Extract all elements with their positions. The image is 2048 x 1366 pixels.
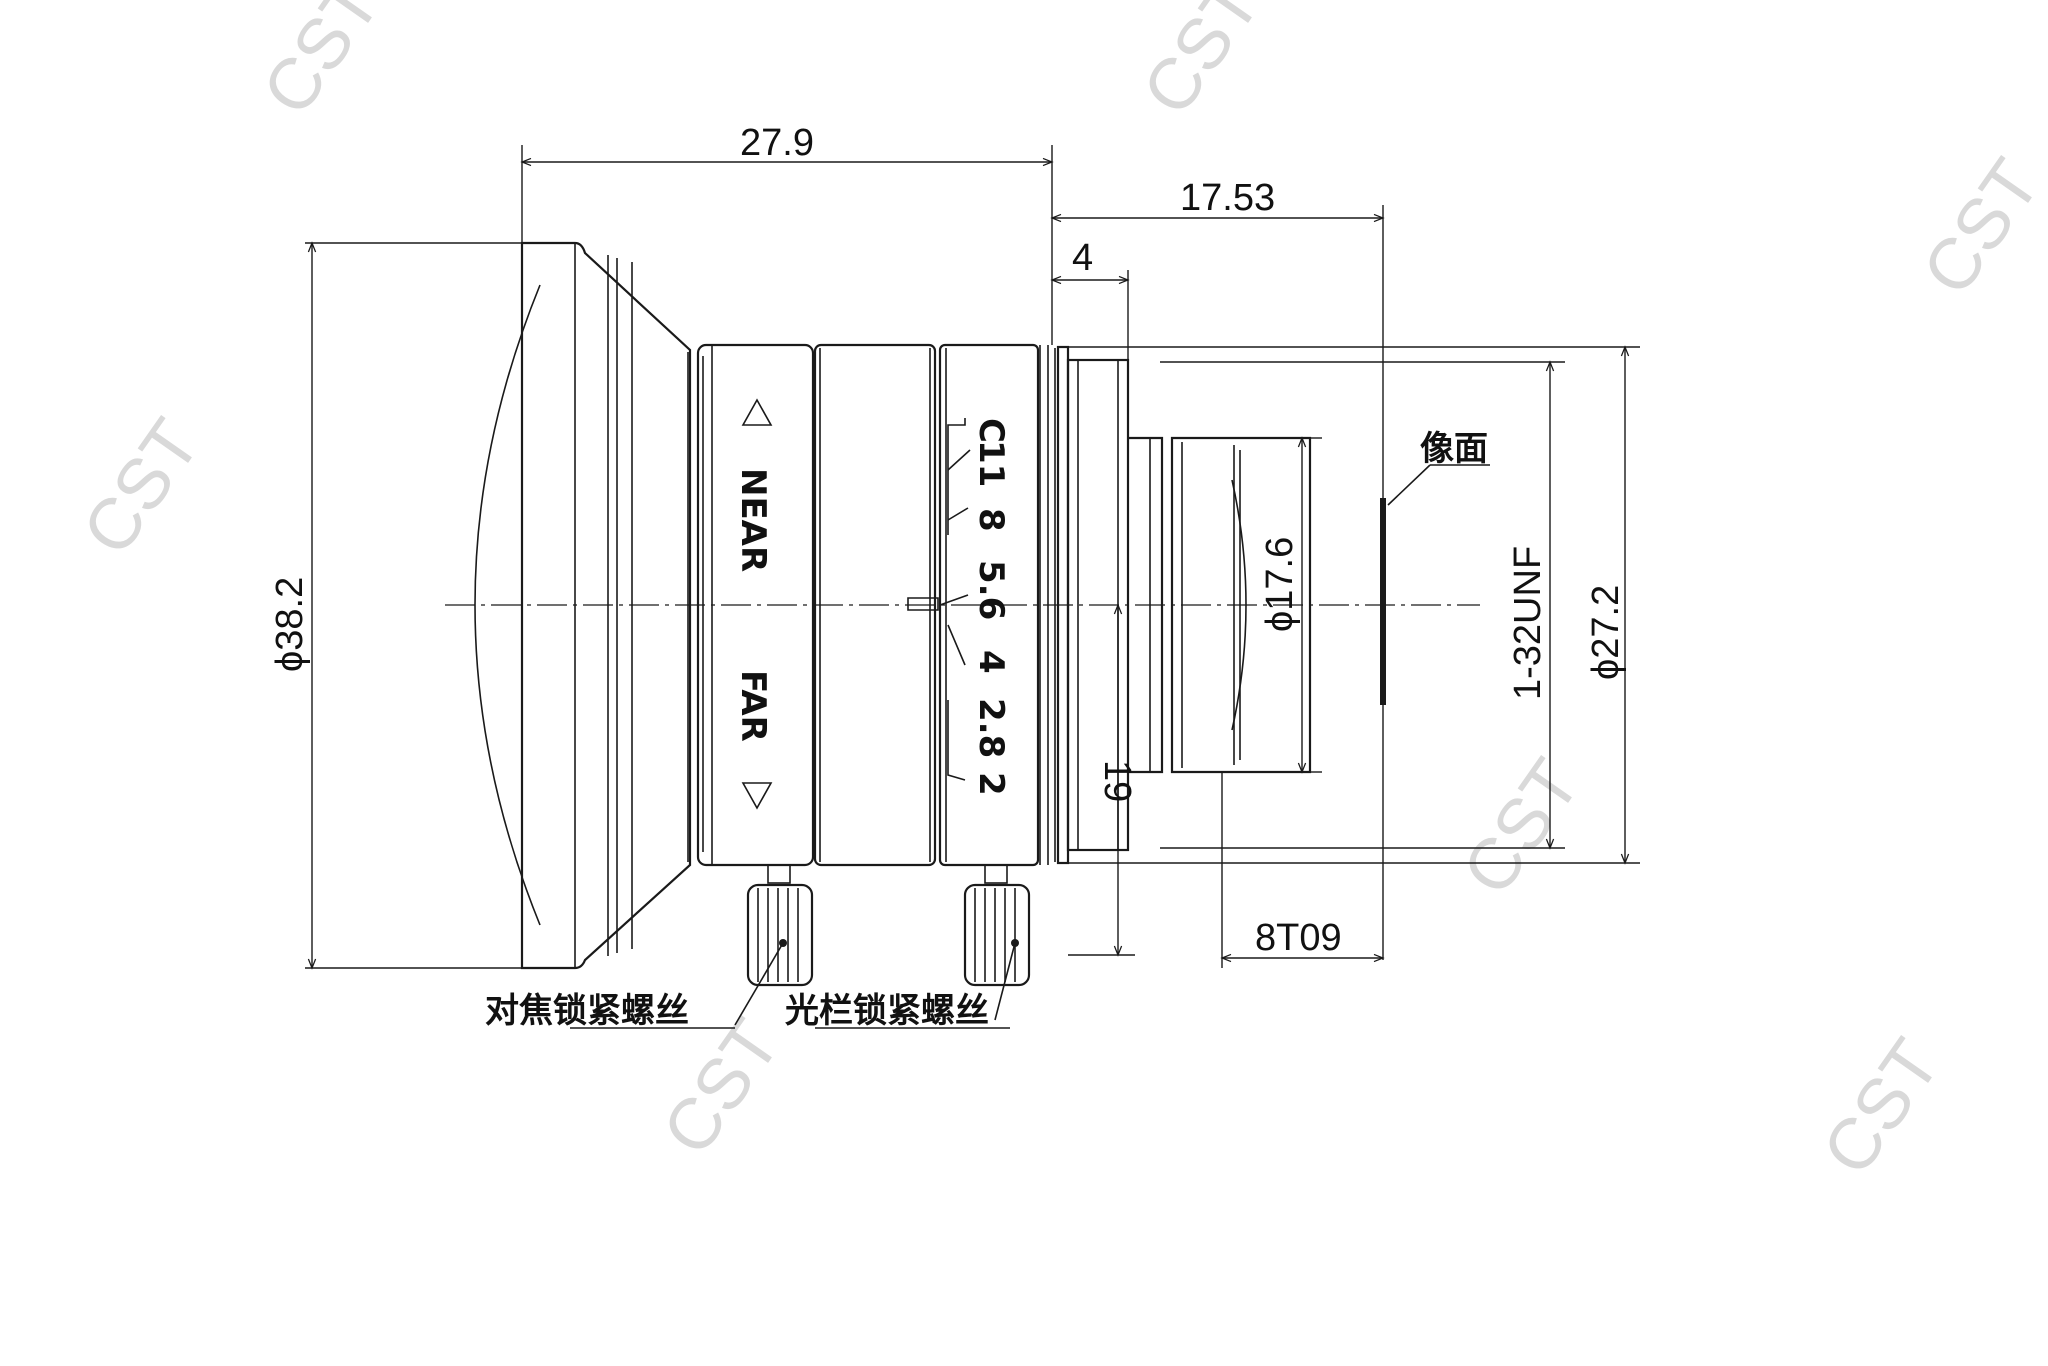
dim-rear-diameter: ϕ27.2 xyxy=(1068,345,1640,865)
f-stop-4: 4 xyxy=(971,650,1011,674)
svg-text:CST: CST xyxy=(68,405,216,569)
f-stop-11: 11 xyxy=(971,440,1011,487)
dim-front-diameter: ϕ38.2 xyxy=(269,241,522,970)
svg-text:CST: CST xyxy=(1448,745,1596,909)
dim-rear-group-diameter: ϕ17.6 xyxy=(1259,436,1322,774)
focus-lock-screw xyxy=(734,864,814,1026)
svg-text:17.53: 17.53 xyxy=(1180,177,1275,219)
dim-overall-length: 27.9 xyxy=(520,122,1054,345)
aperture-ring: C 11 8 5.6 4 2.8 2 xyxy=(907,343,1056,867)
middle-ring xyxy=(813,343,937,867)
f-stop-C: C xyxy=(971,418,1011,443)
svg-text:1-32UNF: 1-32UNF xyxy=(1507,546,1549,700)
iris-lock-label: 光栏锁紧螺丝 xyxy=(785,991,1010,1031)
svg-text:19: 19 xyxy=(1096,760,1138,802)
dim-mount-step: 4 xyxy=(1050,237,1130,360)
svg-text:光栏锁紧螺丝: 光栏锁紧螺丝 xyxy=(785,991,989,1031)
f-stop-8: 8 xyxy=(971,508,1011,532)
svg-text:CST: CST xyxy=(248,0,396,129)
far-label: FAR xyxy=(733,670,773,742)
front-lens-surface xyxy=(474,284,541,926)
dim-mount-height: 19 xyxy=(1068,603,1138,957)
svg-text:4: 4 xyxy=(1072,237,1093,279)
dim-flange-to-image: 17.53 xyxy=(1050,177,1385,960)
svg-text:CST: CST xyxy=(1908,145,2048,309)
image-plane-label: 像面 xyxy=(1420,429,1488,469)
f-stop-5.6: 5.6 xyxy=(971,560,1011,620)
dim-rear-length: 8T09 xyxy=(1220,772,1385,968)
near-arrow-icon xyxy=(741,398,773,426)
f-stop-2: 2 xyxy=(971,772,1011,796)
focus-lock-label: 对焦锁紧螺丝 xyxy=(485,991,735,1031)
svg-text:8T09: 8T09 xyxy=(1255,917,1342,959)
svg-text:ϕ38.2: ϕ38.2 xyxy=(269,577,311,672)
svg-text:CST: CST xyxy=(1808,1025,1956,1189)
front-lens-housing xyxy=(474,241,692,970)
svg-text:ϕ27.2: ϕ27.2 xyxy=(1585,585,1627,680)
svg-text:ϕ17.6: ϕ17.6 xyxy=(1259,537,1301,632)
dim-thread: 1-32UNF xyxy=(1160,360,1565,850)
f-stop-2.8: 2.8 xyxy=(971,698,1011,758)
svg-text:CST: CST xyxy=(1128,0,1276,129)
aperture-index-mark xyxy=(907,597,939,611)
svg-text:对焦锁紧螺丝: 对焦锁紧螺丝 xyxy=(485,991,689,1031)
svg-text:27.9: 27.9 xyxy=(740,122,814,164)
focus-ring: NEAR FAR xyxy=(696,343,815,867)
rear-lens-surface xyxy=(1231,479,1247,731)
iris-lock-screw xyxy=(963,864,1031,1021)
far-arrow-icon xyxy=(741,782,773,810)
near-label: NEAR xyxy=(733,468,773,572)
